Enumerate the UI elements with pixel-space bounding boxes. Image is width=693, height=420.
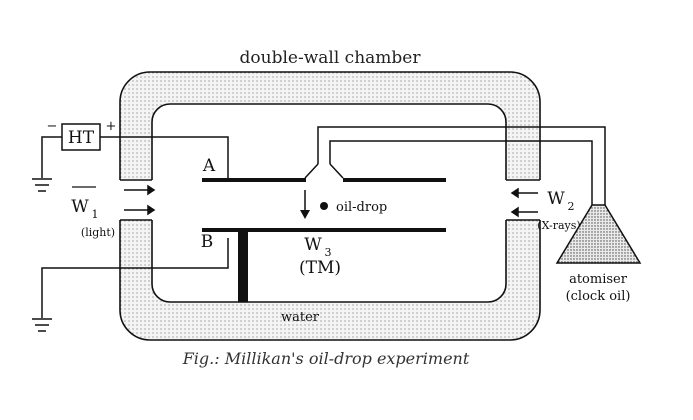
figure-caption: Fig.: Millikan's oil-drop experiment: [182, 349, 470, 368]
plate-a-right: [343, 178, 446, 182]
atomiser-flask: [555, 204, 642, 264]
w2-label: W: [547, 189, 565, 209]
wiring: [41, 126, 606, 318]
w2-subscript: 2: [568, 200, 575, 213]
w3-label: W: [304, 235, 322, 255]
plates: [202, 178, 446, 302]
ht-minus: −: [47, 119, 58, 134]
w1-label: W: [71, 197, 89, 217]
w1-arrows: [124, 184, 156, 216]
atomiser-label: atomiser: [569, 272, 628, 287]
water-label: water: [281, 310, 320, 325]
ht-supply: HT − +: [47, 119, 117, 151]
ground-symbol-bottom: [32, 318, 52, 332]
plate-a-left: [202, 178, 306, 182]
atomiser-note: (clock oil): [566, 289, 631, 304]
plate-b-label: B: [201, 232, 214, 252]
oil-drop-label: oil-drop: [336, 200, 387, 215]
chamber-title: double-wall chamber: [240, 48, 422, 68]
w2-note: (X-rays): [537, 219, 580, 232]
plate-b: [202, 228, 446, 232]
thermometer-bar: [238, 232, 248, 302]
w1-subscript: 1: [92, 208, 99, 221]
ht-label: HT: [68, 128, 95, 148]
w2-arrows: [510, 187, 538, 218]
w3-note: (TM): [299, 258, 341, 278]
w1-note: (light): [81, 226, 115, 239]
oil-drop: [300, 190, 328, 219]
chamber-wall: [117, 71, 543, 341]
ht-plus: +: [106, 119, 117, 134]
plate-a-label: A: [202, 156, 216, 176]
ground-symbol-top: [32, 178, 52, 192]
w3-subscript: 3: [325, 246, 332, 259]
